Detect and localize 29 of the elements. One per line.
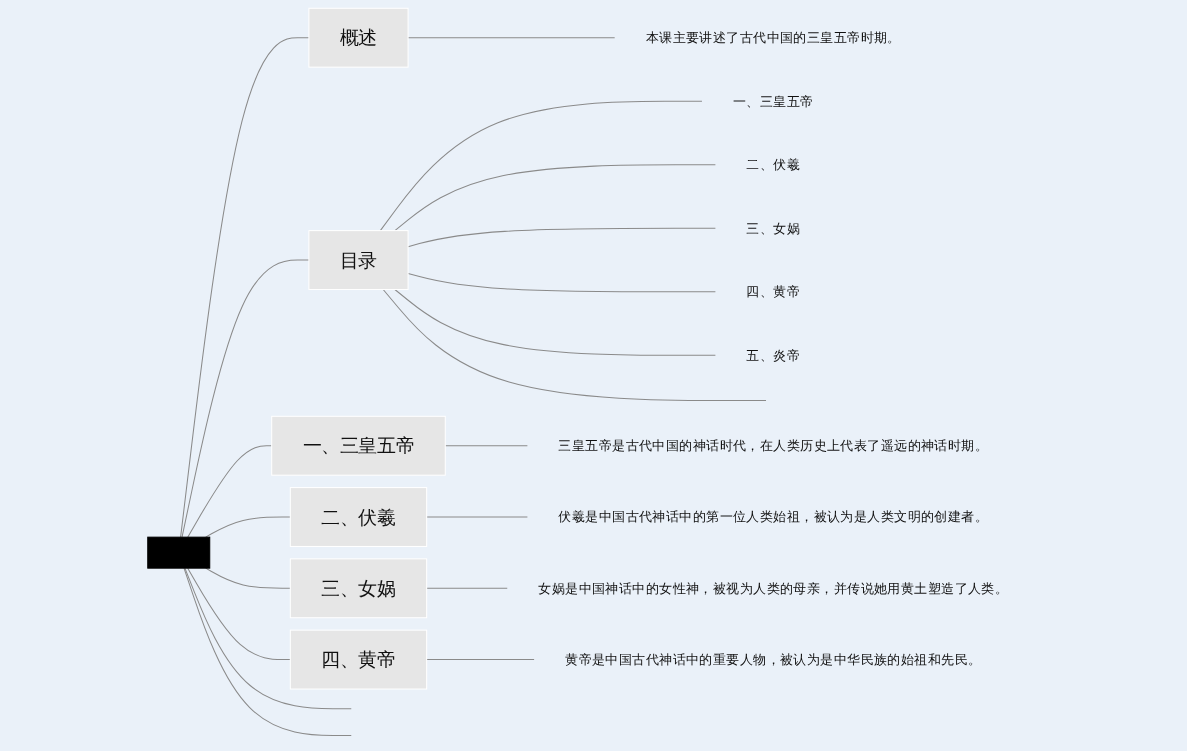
text-label: 本课主要讲述了古代中国的三皇五帝时期。 [645, 29, 901, 46]
text-label: 伏羲是中国古代神话中的第一位人类始祖，被认为是人类文明的创建者。 [558, 509, 989, 525]
connector-line [205, 567, 291, 589]
connector-line [187, 567, 291, 661]
connector-line [394, 289, 716, 356]
connector-line [426, 659, 535, 661]
text-label: 五、炎帝 [746, 347, 801, 363]
connector-line [426, 516, 528, 518]
text-label: 三皇五帝是古代中国的神话时代，在人类历史上代表了遥远的神话时期。 [558, 437, 989, 454]
connector-line [183, 567, 352, 736]
text-label: 二、伏羲 [746, 156, 801, 173]
connector-line [379, 100, 703, 232]
connector-line [184, 567, 352, 710]
connector-line [394, 164, 716, 232]
connector-line [426, 587, 508, 589]
connector-line [205, 516, 291, 538]
text-label: 女娲是中国神话中的女性神，被视为人类的母亲，并传说她用黄土塑造了人类。 [538, 580, 1009, 596]
topic-box: 目录 [308, 230, 409, 290]
topic-box: 一、三皇五帝 [271, 415, 446, 476]
topic-box: 二、伏羲 [289, 487, 428, 547]
connector-line [382, 289, 767, 402]
text-label: 四、黄帝 [746, 283, 801, 300]
topic-box: 四、黄帝 [289, 629, 428, 690]
text-label: 一、三皇五帝 [732, 93, 814, 109]
text-label: 三、女娲 [746, 220, 801, 236]
root-box [147, 536, 211, 569]
topic-box: 概述 [308, 7, 409, 68]
text-label: 黄帝是中国古代神话中的重要人物，被认为是中华民族的始祖和先民。 [565, 651, 982, 668]
topic-box: 三、女娲 [289, 558, 428, 619]
